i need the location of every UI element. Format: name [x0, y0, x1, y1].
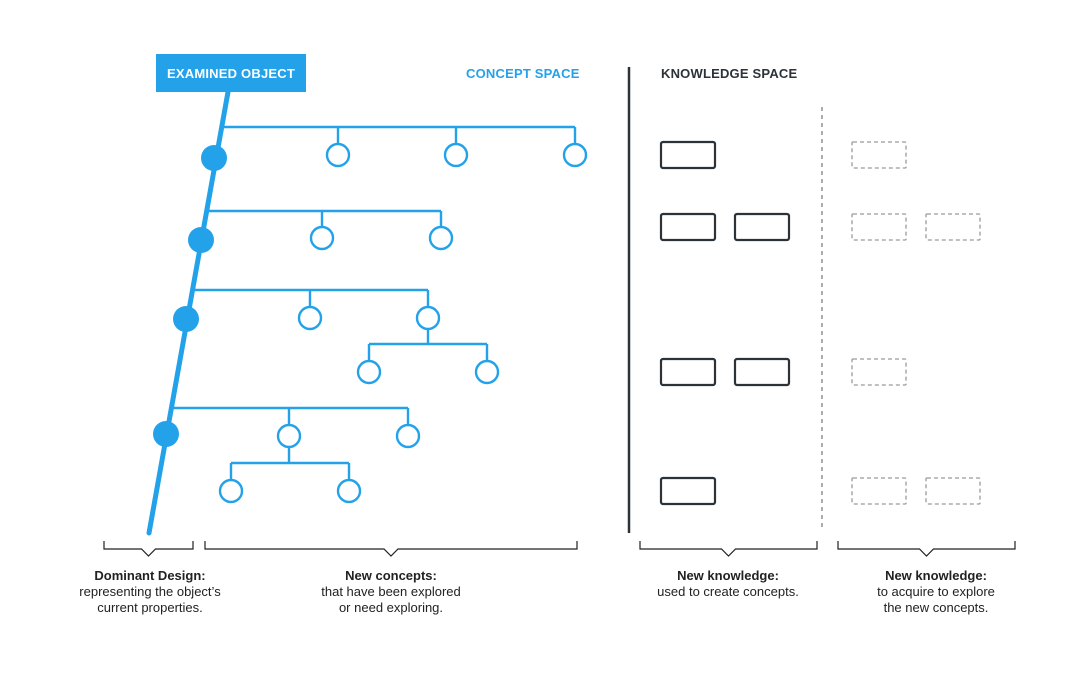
- caption-knowledge-acquire-title: New knowledge:: [885, 568, 987, 583]
- knowledge-acquire-box: [851, 213, 907, 241]
- concept-node: [356, 359, 382, 385]
- knowledge-acquire-box: [851, 477, 907, 505]
- knowledge-used-box: [733, 212, 791, 242]
- concept-node: [428, 225, 454, 251]
- concept-node: [297, 305, 323, 331]
- brackets: [103, 541, 1016, 557]
- caption-knowledge-used-title: New knowledge:: [677, 568, 779, 583]
- knowledge-acquire-box: [925, 213, 981, 241]
- caption-dominant-title: Dominant Design:: [94, 568, 206, 583]
- caption-knowledge-used: New knowledge: used to create concepts.: [628, 568, 828, 600]
- concept-node: [336, 478, 362, 504]
- examined-object-label: EXAMINED OBJECT: [167, 65, 295, 81]
- knowledge-space-label: KNOWLEDGE SPACE: [661, 66, 798, 81]
- dominant-node-3: [173, 306, 199, 332]
- knowledge-used-box: [659, 476, 717, 506]
- concept-node: [276, 423, 302, 449]
- concept-node: [562, 142, 588, 168]
- dominant-node-1: [201, 145, 227, 171]
- caption-knowledge-acquire: New knowledge: to acquire to explore the…: [836, 568, 1036, 616]
- caption-knowledge-acquire-desc: to acquire to explore the new concepts.: [877, 584, 995, 615]
- concept-tree: [146, 89, 588, 536]
- caption-concepts-desc: that have been explored or need explorin…: [321, 584, 461, 615]
- caption-new-concepts: New concepts: that have been explored or…: [271, 568, 511, 616]
- concept-node: [309, 225, 335, 251]
- concept-node: [443, 142, 469, 168]
- bracket-knowledge-acquire: [837, 541, 1016, 557]
- knowledge-space: [627, 67, 981, 533]
- concept-node: [395, 423, 421, 449]
- dominant-node-2: [188, 227, 214, 253]
- examined-object-box: EXAMINED OBJECT: [156, 54, 306, 92]
- knowledge-acquire-box: [851, 141, 907, 169]
- caption-concepts-title: New concepts:: [345, 568, 437, 583]
- caption-dominant-desc: representing the object’s current proper…: [79, 584, 221, 615]
- knowledge-used-box: [659, 140, 717, 170]
- dominant-node-4: [153, 421, 179, 447]
- concept-node: [415, 305, 441, 331]
- bracket-dominant-design: [103, 541, 194, 557]
- knowledge-used-box: [733, 357, 791, 387]
- caption-knowledge-used-desc: used to create concepts.: [657, 584, 799, 599]
- concept-node: [474, 359, 500, 385]
- concept-space-label: CONCEPT SPACE: [466, 66, 580, 81]
- caption-dominant-design: Dominant Design: representing the object…: [60, 568, 240, 616]
- knowledge-used-box: [659, 212, 717, 242]
- knowledge-used-box: [659, 357, 717, 387]
- knowledge-acquire-box: [925, 477, 981, 505]
- concept-node: [218, 478, 244, 504]
- concept-node: [325, 142, 351, 168]
- bracket-new-concepts: [204, 541, 578, 557]
- bracket-knowledge-used: [639, 541, 818, 557]
- knowledge-acquire-box: [851, 358, 907, 386]
